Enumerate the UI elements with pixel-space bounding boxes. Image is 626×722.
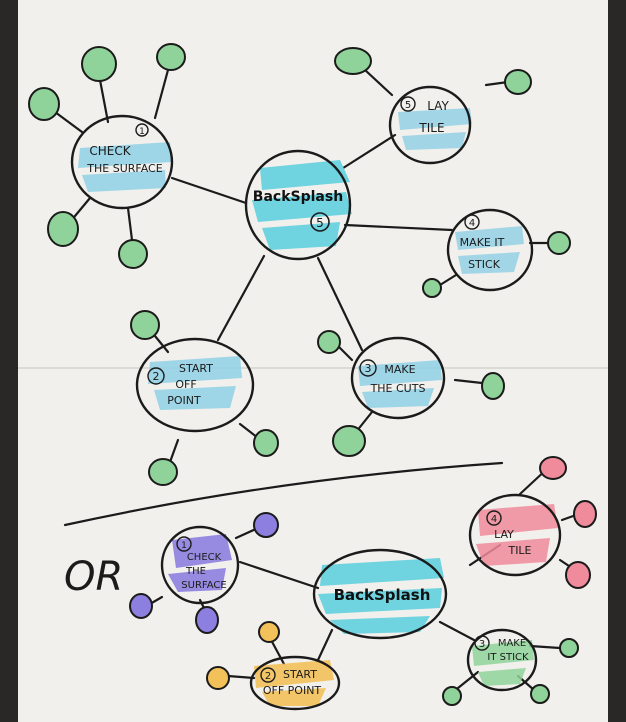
top-lay-number: 5 bbox=[405, 100, 411, 111]
top-node-make-it-stick: 4 MAKE IT STICK bbox=[446, 208, 534, 292]
top-start-number: 2 bbox=[153, 370, 160, 383]
bottom-node-make-it-stick: 3 MAKE IT STICK bbox=[466, 628, 538, 692]
top-start-line2: OFF bbox=[175, 378, 196, 391]
top-cuts-number: 3 bbox=[365, 362, 372, 375]
top-center-count: 5 bbox=[316, 216, 324, 230]
bottom-lay-line2: TILE bbox=[507, 544, 531, 557]
top-node-check-surface: 1 CHECK THE SURFACE bbox=[70, 114, 174, 210]
bottom-check-line1: CHECK bbox=[187, 552, 222, 563]
bottom-lay-line1: LAY bbox=[494, 528, 514, 541]
bottom-leaf-bubbles bbox=[129, 456, 597, 706]
bottom-node-check-surface: 1 CHECK THE SURFACE bbox=[160, 525, 240, 605]
top-center-node: BackSplash 5 bbox=[244, 149, 352, 261]
bottom-stick-line2: IT STICK bbox=[487, 652, 529, 663]
top-cuts-line1: MAKE bbox=[384, 363, 415, 376]
top-lay-line2: TILE bbox=[418, 121, 444, 135]
top-start-line1: START bbox=[179, 362, 213, 375]
paper-sheet bbox=[18, 0, 608, 722]
bottom-check-number: 1 bbox=[181, 541, 187, 551]
bottom-center-label: BackSplash bbox=[334, 586, 431, 604]
bottom-stick-line1: MAKE bbox=[498, 638, 526, 649]
bottom-node-lay-tile: 4 LAY TILE bbox=[468, 493, 562, 577]
bottom-lay-number: 4 bbox=[491, 514, 497, 525]
bottom-center-node: BackSplash bbox=[312, 548, 448, 640]
or-label: OR bbox=[64, 554, 123, 600]
bottom-node-start-off-point: 2 START OFF POINT bbox=[249, 655, 341, 711]
top-lay-line1: LAY bbox=[427, 99, 449, 113]
bottom-check-line2: THE bbox=[185, 566, 206, 577]
top-node-make-the-cuts: 3 MAKE THE CUTS bbox=[350, 336, 446, 420]
top-check-line2: THE SURFACE bbox=[86, 162, 162, 175]
top-start-line3: POINT bbox=[167, 394, 201, 407]
bottom-start-line2: OFF POINT bbox=[263, 684, 322, 697]
top-node-start-off-point: 2 START OFF POINT bbox=[135, 337, 255, 433]
top-stick-line1: MAKE IT bbox=[460, 236, 505, 249]
bottom-start-line1: START bbox=[283, 668, 317, 681]
top-center-label: BackSplash bbox=[253, 189, 343, 205]
top-stick-number: 4 bbox=[469, 218, 475, 229]
top-stick-line2: STICK bbox=[468, 258, 501, 271]
top-check-number: 1 bbox=[139, 127, 145, 137]
top-node-lay-tile: 5 LAY TILE bbox=[388, 85, 472, 165]
top-cuts-line2: THE CUTS bbox=[370, 382, 426, 395]
bottom-start-number: 2 bbox=[265, 671, 271, 682]
top-leaf-bubbles bbox=[28, 43, 571, 486]
separator-line bbox=[63, 461, 504, 527]
bottom-stick-number: 3 bbox=[479, 639, 485, 650]
top-check-line1: CHECK bbox=[89, 144, 131, 158]
bottom-check-line3: SURFACE bbox=[181, 580, 226, 591]
